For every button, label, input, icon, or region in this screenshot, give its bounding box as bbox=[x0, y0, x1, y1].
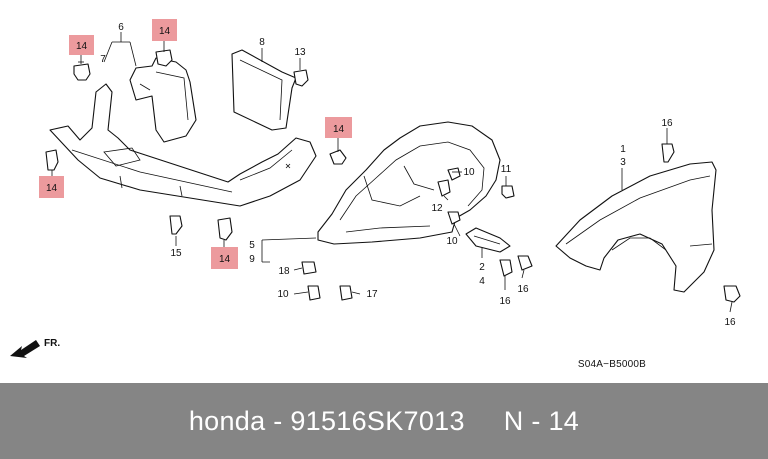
clip-14-left bbox=[45, 149, 59, 171]
footer-bar: honda - 91516SK7013 N - 14 bbox=[0, 383, 768, 459]
svg-text:14: 14 bbox=[46, 183, 58, 194]
label-part-9: 9 bbox=[249, 254, 255, 265]
callout-14-top-left[interactable]: 14 bbox=[69, 35, 94, 55]
label-part-4: 4 bbox=[479, 276, 485, 287]
bolt-15 bbox=[169, 215, 183, 235]
leader-lines bbox=[51, 32, 733, 313]
svg-text:14: 14 bbox=[76, 41, 88, 52]
label-part-10-middle: 10 bbox=[446, 236, 458, 247]
bolt-16-bracket-a bbox=[499, 259, 513, 277]
screw-10-lower bbox=[307, 285, 321, 301]
splash-bracket bbox=[129, 57, 197, 143]
bolt-12 bbox=[437, 179, 451, 197]
bolt-16-fender-top bbox=[661, 143, 675, 163]
screw-10-upper bbox=[447, 167, 461, 181]
callout-14-bottom[interactable]: 14 bbox=[211, 247, 238, 269]
exploded-parts-diagram: 14 14 14 14 14 bbox=[10, 19, 741, 370]
label-part-7: 7 bbox=[100, 54, 106, 65]
label-part-3: 3 bbox=[620, 157, 626, 168]
label-part-16-fender-bottom: 16 bbox=[724, 317, 736, 328]
clip-14-top-center bbox=[155, 49, 173, 67]
clip-18 bbox=[301, 261, 317, 275]
label-part-12: 12 bbox=[431, 203, 443, 214]
svg-text:14: 14 bbox=[219, 254, 231, 265]
bolt-16-bracket-b bbox=[517, 255, 533, 271]
screw-10-middle bbox=[447, 211, 461, 225]
clip-14-right bbox=[329, 149, 347, 165]
front-direction-label: FR. bbox=[44, 338, 60, 349]
side-shield-panel bbox=[231, 49, 297, 131]
bolt-16-fender-bottom bbox=[723, 285, 741, 303]
clip-14-top-left bbox=[73, 61, 91, 81]
label-part-16-bracket-a: 16 bbox=[499, 296, 511, 307]
front-direction-arrow: FR. bbox=[10, 338, 60, 358]
label-part-13: 13 bbox=[294, 47, 306, 58]
part-number-caption: honda - 91516SK7013 N - 14 bbox=[188, 406, 580, 436]
label-part-6: 6 bbox=[118, 22, 124, 33]
label-part-15: 15 bbox=[170, 248, 182, 259]
svg-text:14: 14 bbox=[333, 124, 345, 135]
callout-14-top-center[interactable]: 14 bbox=[152, 19, 177, 41]
label-part-10-lower: 10 bbox=[277, 289, 289, 300]
label-part-16-bracket-b: 16 bbox=[517, 284, 529, 295]
label-part-16-top: 16 bbox=[661, 118, 673, 129]
fender-stay-bracket bbox=[465, 227, 511, 253]
label-part-11: 11 bbox=[501, 164, 512, 175]
diagram-code: S04A−B5000B bbox=[578, 359, 646, 370]
label-part-18: 18 bbox=[278, 266, 290, 277]
bolt-13 bbox=[293, 69, 309, 87]
engine-under-cover bbox=[49, 83, 317, 207]
front-fender bbox=[555, 161, 717, 293]
label-part-10-upper: 10 bbox=[463, 167, 475, 178]
callout-14-right[interactable]: 14 bbox=[325, 117, 352, 138]
inner-fender-liner bbox=[317, 121, 501, 245]
callout-14-left[interactable]: 14 bbox=[39, 176, 64, 198]
clip-17 bbox=[339, 285, 353, 301]
nut-11 bbox=[501, 185, 515, 199]
svg-text:14: 14 bbox=[159, 26, 171, 37]
label-part-2: 2 bbox=[479, 262, 485, 273]
clip-14-bottom bbox=[217, 217, 233, 241]
label-part-17: 17 bbox=[366, 289, 378, 300]
label-part-5: 5 bbox=[249, 240, 255, 251]
label-part-8: 8 bbox=[259, 37, 265, 48]
label-part-1: 1 bbox=[620, 144, 626, 155]
